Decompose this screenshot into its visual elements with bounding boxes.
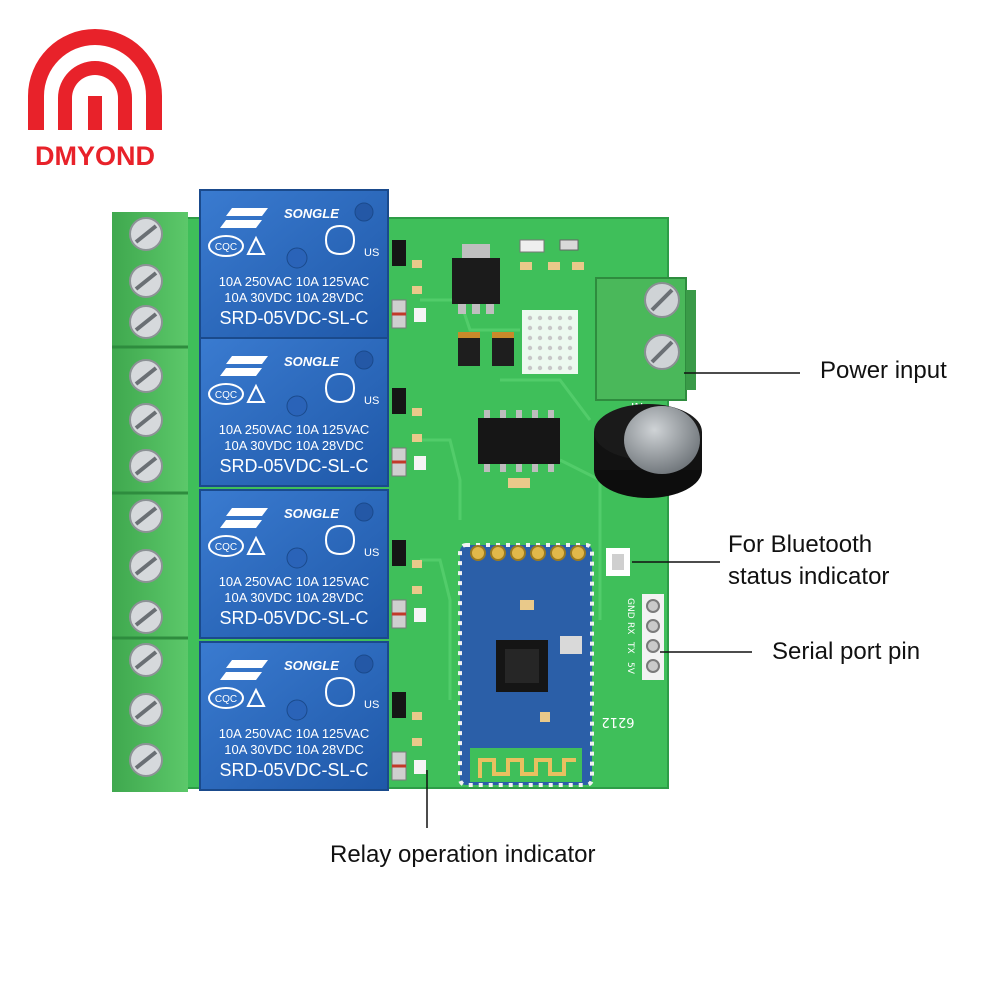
ul-mark-icon xyxy=(324,224,356,256)
warning-triangle-icon xyxy=(246,235,266,255)
relay-model: SRD-05VDC-SL-C xyxy=(219,760,368,780)
ul-mark-icon xyxy=(324,372,356,404)
relay-brand: SONGLE xyxy=(284,506,339,521)
warning-triangle-icon xyxy=(246,687,266,707)
songle-logo-icon xyxy=(220,356,268,376)
callout-lines xyxy=(426,372,800,828)
songle-logo-icon xyxy=(220,508,268,528)
silkscreen-grid xyxy=(522,310,578,374)
brand-name: DMYOND xyxy=(35,141,155,171)
relay-indicator-label: Relay operation indicator xyxy=(330,841,596,868)
serial-port-header: GND RX TX 5V xyxy=(625,594,664,680)
logo-arch-icon xyxy=(28,29,162,130)
relay-terminal-strip xyxy=(112,212,188,792)
voltage-regulator xyxy=(452,244,500,314)
top-smd-parts xyxy=(519,239,584,270)
relay-cert-ul: US xyxy=(364,547,379,559)
relay-model: SRD-05VDC-SL-C xyxy=(219,456,368,476)
relay-rating-ac: 10A 250VAC 10A 125VAC xyxy=(219,726,370,741)
warning-triangle-icon xyxy=(246,383,266,403)
relay-brand: SONGLE xyxy=(284,206,339,221)
relay-model: SRD-05VDC-SL-C xyxy=(219,308,368,328)
relay-rating-dc: 10A 30VDC 10A 28VDC xyxy=(224,290,363,305)
bluetooth-status-led xyxy=(606,548,630,576)
relay-status-led xyxy=(414,456,426,470)
cqc-mark-icon xyxy=(208,687,244,709)
serial-pin-label: RX xyxy=(625,622,635,634)
bluetooth-module xyxy=(458,543,594,787)
relay-cert-cqc: CQC xyxy=(215,390,237,401)
relay-rating-ac: 10A 250VAC 10A 125VAC xyxy=(219,274,370,289)
relay-status-led xyxy=(414,308,426,322)
brand-logo: DMYOND xyxy=(28,29,162,171)
serial-pin-label: 5V xyxy=(625,662,635,675)
relay-status-led xyxy=(414,760,426,774)
relay-rating-ac: 10A 250VAC 10A 125VAC xyxy=(219,574,370,589)
songle-logo-icon xyxy=(220,208,268,228)
bluetooth-indicator-label-line2: status indicator xyxy=(728,563,890,590)
electrolytic-capacitor xyxy=(594,404,702,498)
ul-mark-icon xyxy=(324,524,356,556)
relay-rating-dc: 10A 30VDC 10A 28VDC xyxy=(224,590,363,605)
module-code: 6212 xyxy=(601,714,634,729)
antenna-icon xyxy=(478,758,576,778)
relay-rating-ac: 10A 250VAC 10A 125VAC xyxy=(219,422,370,437)
serial-pin-label: GND xyxy=(625,598,635,619)
relay-status-led xyxy=(414,608,426,622)
serial-pin-label: TX xyxy=(625,641,635,654)
songle-logo-icon xyxy=(220,660,268,680)
tantalum-capacitors xyxy=(458,332,514,366)
serial-port-label: Serial port pin xyxy=(772,638,921,665)
relay-model: SRD-05VDC-SL-C xyxy=(219,608,368,628)
cqc-mark-icon xyxy=(208,235,244,257)
smd-components xyxy=(391,240,426,781)
relay-cert-cqc: CQC xyxy=(215,694,237,705)
ul-mark-icon xyxy=(324,676,356,708)
relay-cert-ul: US xyxy=(364,699,379,711)
relay-brand: SONGLE xyxy=(284,658,339,673)
relay-rating-dc: 10A 30VDC 10A 28VDC xyxy=(224,742,363,757)
relay-cert-ul: US xyxy=(364,395,379,407)
microcontroller-chip xyxy=(478,410,560,488)
power-input-terminal: -IN+ xyxy=(595,277,696,415)
relay-rating-dc: 10A 30VDC 10A 28VDC xyxy=(224,438,363,453)
relay-cert-ul: US xyxy=(364,247,379,259)
bluetooth-indicator-label-line1: For Bluetooth xyxy=(728,531,873,558)
cqc-mark-icon xyxy=(208,383,244,405)
warning-triangle-icon xyxy=(246,535,266,555)
relay-cert-cqc: CQC xyxy=(215,242,237,253)
relay-brand: SONGLE xyxy=(284,354,339,369)
cqc-mark-icon xyxy=(208,535,244,557)
relay-cert-cqc: CQC xyxy=(215,542,237,553)
power-input-label: Power input xyxy=(820,357,947,384)
